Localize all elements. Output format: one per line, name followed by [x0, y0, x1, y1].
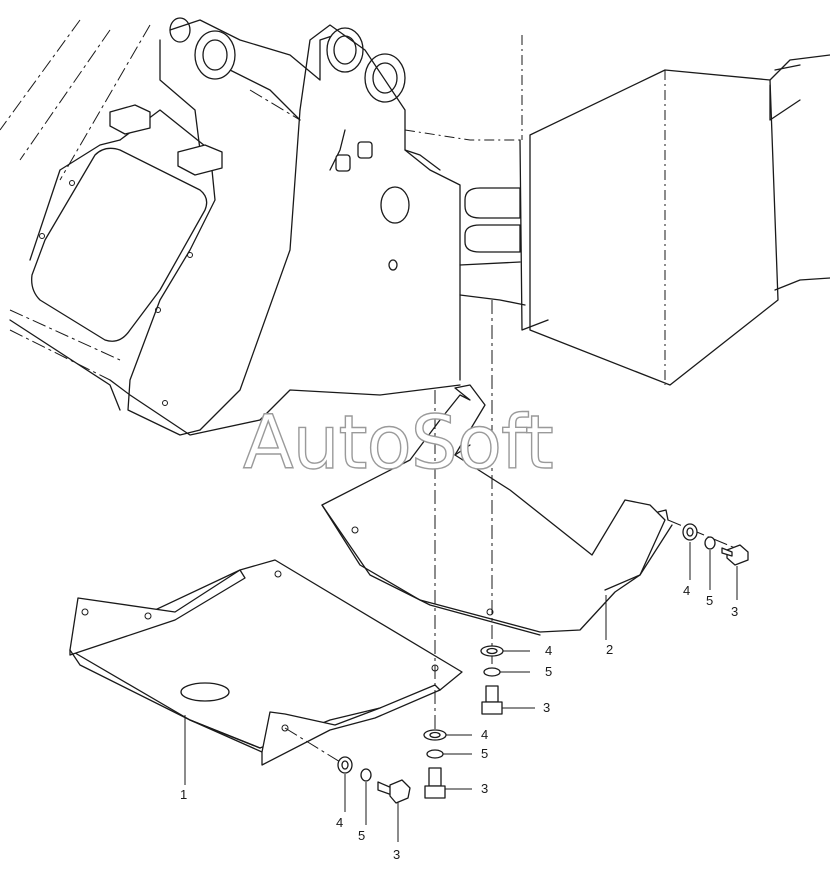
callout-part-2: 2 — [606, 642, 613, 657]
callout-part-4: 4 — [336, 815, 343, 830]
leader-lines — [184, 542, 738, 842]
callout-part-5: 5 — [358, 828, 365, 843]
washer-icon — [337, 756, 353, 774]
bolt-icon — [721, 544, 749, 566]
callout-part-1: 1 — [180, 787, 187, 802]
watermark-text: AutoSoft — [243, 400, 553, 486]
lock-washer-icon — [426, 749, 444, 759]
engine-block — [404, 35, 830, 386]
callout-part-5: 5 — [706, 593, 713, 608]
fasteners — [337, 523, 749, 804]
callout-part-4: 4 — [545, 643, 552, 658]
callout-part-3: 3 — [731, 604, 738, 619]
callout-part-5: 5 — [545, 664, 552, 679]
guard-plate-part-2 — [321, 384, 673, 636]
washer-icon — [682, 523, 698, 541]
callout-part-3: 3 — [481, 781, 488, 796]
callout-part-3: 3 — [393, 847, 400, 862]
bolt-icon — [377, 779, 411, 804]
assembly-center-lines — [284, 300, 741, 766]
callout-part-3: 3 — [543, 700, 550, 715]
callout-part-4: 4 — [683, 583, 690, 598]
bolt-icon — [481, 685, 503, 715]
lock-washer-icon — [704, 536, 716, 550]
guard-tray-part-1 — [69, 559, 463, 766]
lock-washer-icon — [360, 768, 372, 782]
washer-icon — [423, 729, 447, 741]
washer-icon — [480, 645, 504, 657]
callout-part-5: 5 — [481, 746, 488, 761]
machine-frame — [0, 17, 461, 436]
callout-labels: 1 2 3 3 3 3 4 4 4 4 5 5 5 5 — [180, 583, 738, 862]
lock-washer-icon — [483, 667, 501, 677]
callout-part-4: 4 — [481, 727, 488, 742]
bolt-icon — [424, 767, 446, 799]
